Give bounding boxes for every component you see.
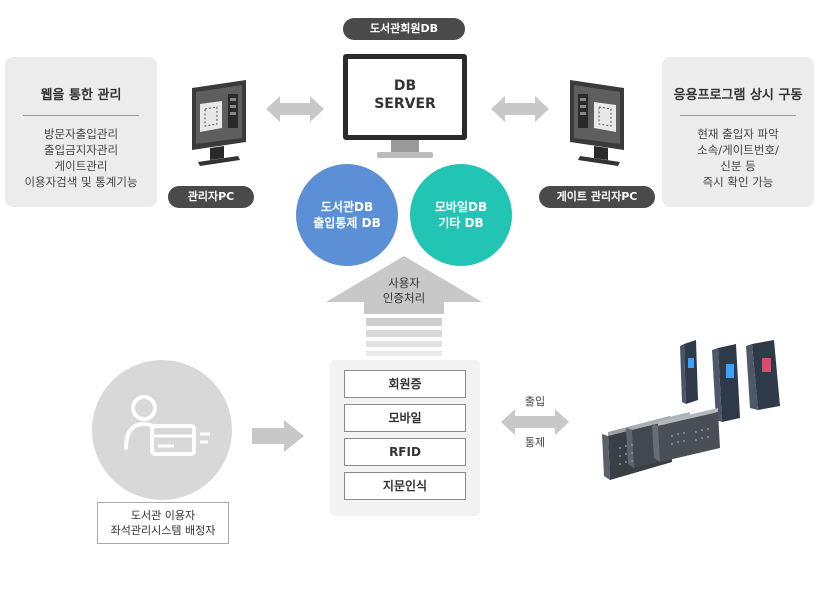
- auth-method-rfid: RFID: [344, 438, 466, 466]
- right-arrow-icon: [252, 420, 304, 452]
- server-label-line2: SERVER: [374, 96, 436, 112]
- panel-line-item: 소속/게이트번호/: [697, 143, 779, 157]
- panel-line-item: 방문자출입관리: [43, 127, 119, 141]
- auth-method-card: 회원증: [344, 370, 466, 398]
- app-program-panel: 응용프로그램 상시 구동 현재 출입자 파악 소속/게이트번호/ 신분 등 즉시…: [662, 57, 814, 207]
- double-arrow-icon: [491, 96, 549, 122]
- panel-title: 응용프로그램 상시 구동: [673, 88, 803, 103]
- auth-label: 사용자 인증처리: [364, 276, 444, 306]
- db-server-monitor: DB SERVER: [343, 54, 467, 164]
- double-arrow-icon: [266, 96, 324, 122]
- gate-pc-label: 게이트 관리자PC: [539, 186, 655, 208]
- panel-line-item: 출입금지자관리: [43, 143, 119, 157]
- panel-lines: 현재 출입자 파악 소속/게이트번호/ 신분 등 즉시 확인 가능: [662, 126, 814, 190]
- panel-lines: 방문자출입관리 출입금지자관리 게이트관리 이용자검색 및 통계기능: [5, 126, 157, 190]
- circle-line2: 기타 DB: [438, 216, 484, 230]
- auth-method-mobile: 모바일: [344, 404, 466, 432]
- circle-line2: 출입통제 DB: [313, 216, 381, 230]
- user-caption-line1: 도서관 이용자: [130, 509, 196, 522]
- user-card-icon: [124, 395, 210, 456]
- auth-method-fingerprint: 지문인식: [344, 472, 466, 500]
- divider: [680, 115, 796, 116]
- library-db-circle: 도서관DB 출입통제 DB: [296, 164, 398, 266]
- gate-admin-pc-icon: [570, 80, 624, 166]
- panel-line-item: 즉시 확인 가능: [702, 175, 774, 189]
- auth-label-line1: 사용자: [388, 276, 420, 290]
- admin-pc-label: 관리자PC: [168, 186, 254, 208]
- auth-methods-panel: 회원증 모바일 RFID 지문인식: [330, 360, 480, 516]
- divider: [23, 115, 139, 116]
- user-caption-line2: 좌석관리시스템 배정자: [110, 524, 216, 537]
- up-arrow-icon: [326, 256, 482, 356]
- user-caption: 도서관 이용자 좌석관리시스템 배정자: [97, 502, 229, 544]
- panel-line-item: 이용자검색 및 통계기능: [24, 175, 138, 189]
- gate-arrow-label-top: 출입: [524, 395, 546, 408]
- gate-arrow-label-bottom: 통제: [524, 436, 546, 449]
- user-circle: [92, 360, 232, 500]
- db-label-pill: 도서관회원DB: [343, 18, 465, 40]
- server-label-line1: DB: [393, 78, 417, 94]
- panel-line-item: 현재 출입자 파악: [697, 127, 779, 141]
- web-management-panel: 웹을 통한 관리 방문자출입관리 출입금지자관리 게이트관리 이용자검색 및 통…: [5, 57, 157, 207]
- circle-line1: 모바일DB: [434, 200, 488, 214]
- panel-line-item: 신분 등: [720, 159, 756, 173]
- auth-label-line2: 인증처리: [382, 291, 426, 305]
- admin-pc-icon: [192, 80, 246, 166]
- panel-title: 웹을 통한 관리: [40, 88, 122, 103]
- double-arrow-icon: [501, 409, 569, 435]
- panel-line-item: 게이트관리: [54, 159, 108, 173]
- speed-gate-icon: [602, 340, 780, 480]
- mobile-db-circle: 모바일DB 기타 DB: [410, 164, 512, 266]
- circle-line1: 도서관DB: [320, 200, 374, 214]
